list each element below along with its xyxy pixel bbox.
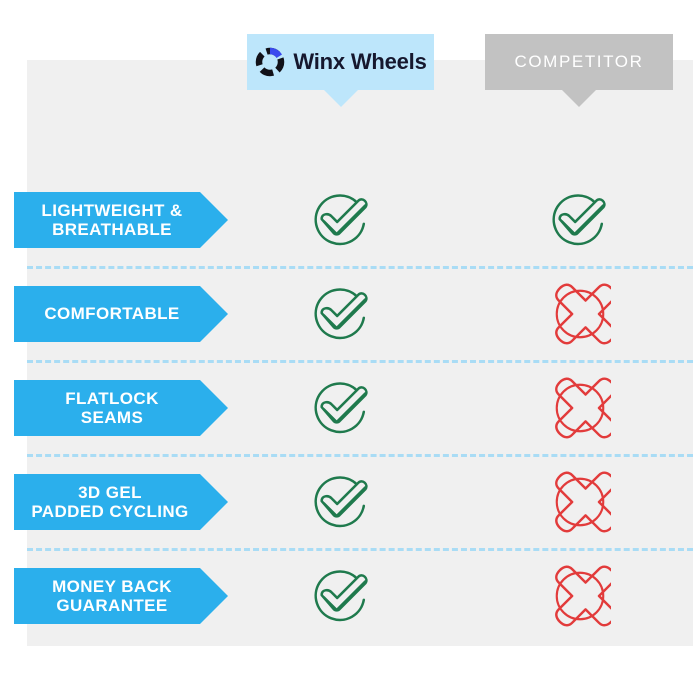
competitor-header-banner: COMPETITOR: [485, 34, 673, 107]
competitor-mark-cross-icon: [549, 565, 611, 627]
row-divider: [27, 548, 693, 551]
feature-tag-arrow: [200, 380, 228, 436]
feature-label: FLATLOCK SEAMS: [65, 388, 159, 427]
feature-row: MONEY BACK GUARANTEE: [0, 565, 700, 662]
feature-tag: MONEY BACK GUARANTEE: [14, 568, 228, 624]
feature-row: FLATLOCK SEAMS: [0, 377, 700, 474]
competitor-banner-pointer: [562, 90, 596, 107]
feature-tag: 3D GEL PADDED CYCLING: [14, 474, 228, 530]
competitor-mark-cross-icon: [549, 471, 611, 533]
competitor-mark-check-icon: [549, 189, 611, 251]
brand-mark-check-icon: [311, 565, 373, 627]
feature-label: LIGHTWEIGHT & BREATHABLE: [41, 200, 183, 239]
feature-tag: COMFORTABLE: [14, 286, 228, 342]
feature-tag-arrow: [200, 474, 228, 530]
brand-mark-check-icon: [311, 471, 373, 533]
feature-tag: FLATLOCK SEAMS: [14, 380, 228, 436]
feature-tag-body: [14, 380, 200, 436]
row-divider: [27, 454, 693, 457]
competitor-label: COMPETITOR: [514, 52, 644, 71]
feature-label: MONEY BACK GUARANTEE: [52, 576, 172, 615]
feature-tag-arrow: [200, 568, 228, 624]
brand-mark-check-icon: [311, 283, 373, 345]
brand-banner-pointer: [323, 90, 358, 107]
feature-label: COMFORTABLE: [44, 304, 180, 324]
feature-row: 3D GEL PADDED CYCLING: [0, 471, 700, 568]
feature-tag-body: [14, 286, 200, 342]
brand-mark-check-icon: [311, 189, 373, 251]
competitor-mark-cross-icon: [549, 283, 611, 345]
winx-ring-logo-icon: [254, 46, 286, 78]
competitor-mark-cross-icon: [549, 377, 611, 439]
competitor-header-body: COMPETITOR: [485, 34, 673, 90]
feature-row: COMFORTABLE: [0, 283, 700, 380]
row-divider: [27, 266, 693, 269]
feature-row: LIGHTWEIGHT & BREATHABLE: [0, 192, 700, 286]
brand-header-body: Winx Wheels: [247, 34, 434, 90]
brand-name: Winx Wheels: [293, 49, 427, 74]
brand-header-banner: Winx Wheels: [247, 34, 434, 107]
feature-tag-arrow: [200, 286, 228, 342]
feature-label: 3D GEL PADDED CYCLING: [31, 482, 189, 521]
feature-tag-arrow: [200, 192, 228, 248]
feature-tag: LIGHTWEIGHT & BREATHABLE: [14, 192, 228, 248]
row-divider: [27, 360, 693, 363]
feature-tag-body: [14, 474, 200, 530]
feature-tag-body: [14, 192, 200, 248]
brand-lockup: Winx Wheels: [254, 46, 427, 78]
brand-mark-check-icon: [311, 377, 373, 439]
feature-tag-body: [14, 568, 200, 624]
